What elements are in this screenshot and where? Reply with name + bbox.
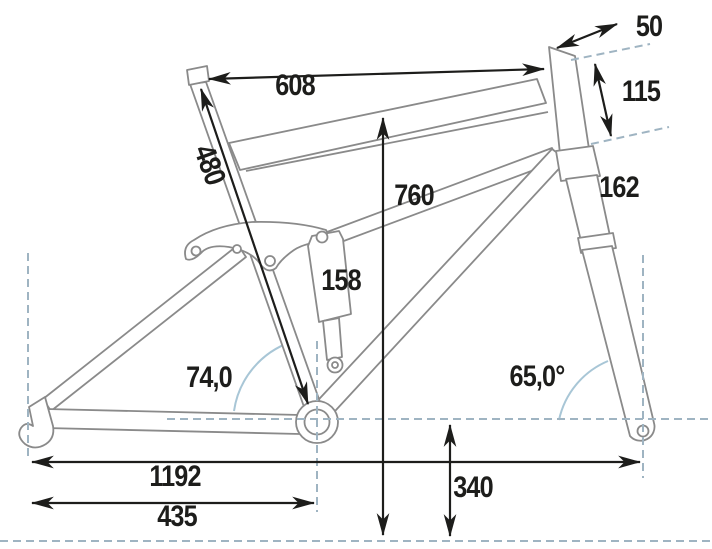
label-head-angle: 65,0° xyxy=(509,360,566,393)
label-seat-angle: 74,0 xyxy=(186,361,233,394)
rear-dropout xyxy=(18,396,55,449)
label-top-tube-length: 608 xyxy=(275,69,315,102)
seat-clamp xyxy=(186,65,210,86)
head-top-guide xyxy=(570,43,651,61)
fork-crown xyxy=(555,145,601,182)
dim-head-tube xyxy=(593,62,613,138)
label-bb-height: 340 xyxy=(453,471,493,504)
label-shock-length: 158 xyxy=(321,264,361,297)
shock-eyelet-hole xyxy=(331,361,339,369)
label-wheelbase: 1192 xyxy=(149,460,201,493)
rocker-pivot-hole xyxy=(190,245,202,257)
head-bottom-guide xyxy=(590,126,670,145)
shock-shaft xyxy=(322,317,343,361)
head-angle-arc xyxy=(558,360,609,421)
rocker-pivot-hole xyxy=(232,244,242,254)
seat-angle-arc xyxy=(233,341,292,412)
label-height: 760 xyxy=(394,179,434,212)
dimension-arrows xyxy=(30,22,642,538)
label-head-tube-length: 115 xyxy=(621,75,661,108)
guide-lines xyxy=(0,43,712,542)
rocker-pivot-hole xyxy=(315,230,329,244)
label-fork-length: 162 xyxy=(599,171,639,204)
head-tube xyxy=(548,46,590,155)
label-stem-length: 50 xyxy=(635,10,663,43)
chainstay xyxy=(45,408,302,435)
rocker-pivot-hole xyxy=(264,255,276,267)
fork-lower-leg xyxy=(581,245,656,442)
dim-top-tube xyxy=(207,63,546,85)
dim-seat-tube xyxy=(199,87,310,406)
shock-body xyxy=(307,230,352,323)
label-chainstay: 435 xyxy=(157,500,197,533)
dim-stem xyxy=(555,22,619,50)
